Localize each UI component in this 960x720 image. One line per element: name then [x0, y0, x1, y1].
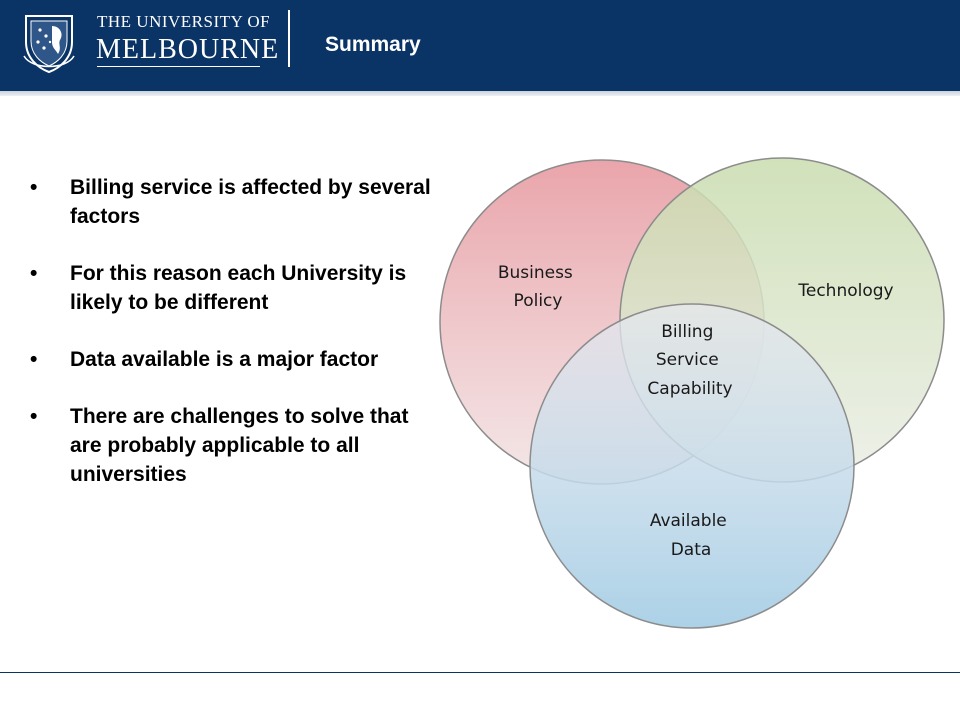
- logo-underline: [97, 66, 260, 67]
- venn-diagram: Business Policy Technology Available Dat…: [439, 157, 945, 629]
- bullet-item: • Data available is a major factor: [30, 345, 440, 374]
- header-divider: [288, 10, 290, 67]
- bullet-item: • Billing service is affected by several …: [30, 173, 440, 231]
- bullet-item: • For this reason each University is like…: [30, 259, 440, 317]
- bullet-dot: •: [30, 176, 38, 199]
- bullet-list: • Billing service is affected by several …: [30, 173, 440, 489]
- bullet-dot: •: [30, 348, 38, 371]
- bullet-text: There are challenges to solve that are p…: [70, 405, 409, 486]
- slide-title: Summary: [325, 33, 421, 56]
- university-crest-icon: [23, 15, 75, 74]
- label-billing-service-capability: Billing Service Capability: [647, 322, 732, 399]
- label-available-data: Available Data: [650, 511, 732, 560]
- bullet-text: Data available is a major factor: [70, 348, 379, 371]
- venn-circle-available-data: [529, 303, 855, 629]
- bullet-item: • There are challenges to solve that are …: [30, 402, 440, 489]
- header-strip: [0, 91, 960, 96]
- logo-line2: MELBOURNE: [96, 34, 280, 65]
- label-business-policy: Business Policy: [498, 263, 578, 311]
- bullet-text: For this reason each University is likel…: [70, 262, 407, 314]
- label-technology: Technology: [797, 281, 893, 301]
- logo-line1: THE UNIVERSITY OF: [97, 12, 271, 31]
- bullet-dot: •: [30, 405, 38, 428]
- header-bar: THE UNIVERSITY OF MELBOURNE Summary: [0, 0, 960, 91]
- footer-line: [0, 672, 960, 673]
- bullet-dot: •: [30, 262, 38, 285]
- bullet-text: Billing service is affected by several f…: [70, 176, 431, 228]
